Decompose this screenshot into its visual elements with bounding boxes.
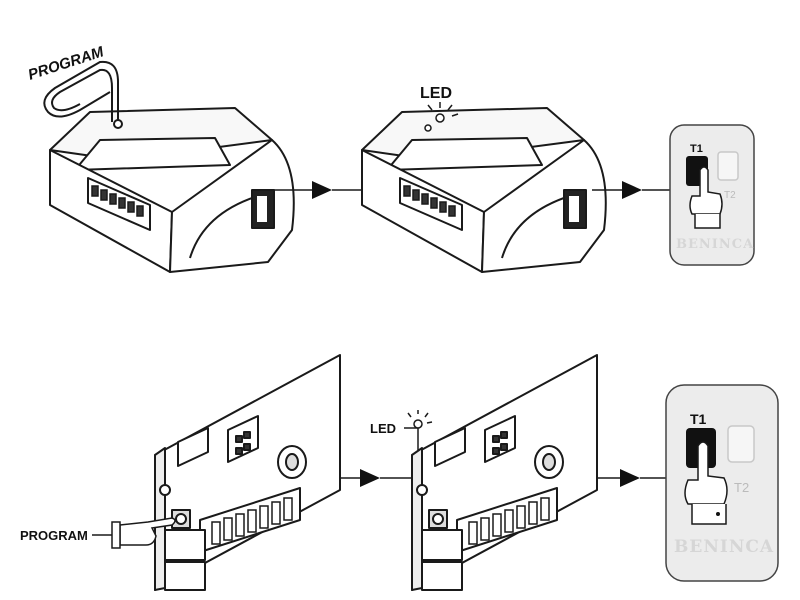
arrow-bottom-1	[340, 469, 412, 487]
terminal-strip-step2	[468, 497, 550, 545]
brand-label-top: BENINCA	[676, 237, 754, 252]
t2-label-top: T2	[724, 190, 736, 201]
circuit-board-step2	[411, 354, 598, 591]
led-label-top: LED	[420, 85, 452, 102]
remote-control-top	[669, 124, 755, 266]
brand-label-bottom: BENINCA	[674, 537, 774, 557]
pressing-hand-icon	[111, 517, 176, 549]
terminal-screws-step2	[403, 185, 456, 217]
remote-control-bottom	[665, 384, 779, 582]
program-wire-loop	[43, 60, 123, 129]
arrow-top-1	[268, 181, 362, 199]
program-label-top: PROGRAM	[26, 43, 106, 84]
receiver-box-step2	[361, 107, 607, 273]
t2-label-bottom: T2	[734, 480, 749, 495]
led-indicator-top	[424, 102, 459, 132]
program-label-bottom: PROGRAM	[20, 528, 88, 543]
arrow-bottom-2	[597, 469, 668, 487]
led-label-bottom: LED	[370, 421, 396, 436]
t1-label-bottom: T1	[690, 411, 707, 427]
terminal-screws-step1	[91, 185, 144, 217]
arrow-top-2	[592, 181, 672, 199]
led-indicator-bottom	[404, 410, 433, 450]
receiver-box-step1	[49, 107, 295, 273]
terminal-strip-step1	[211, 497, 293, 545]
t1-label-top: T1	[690, 143, 703, 155]
circuit-board-step1	[154, 354, 341, 591]
